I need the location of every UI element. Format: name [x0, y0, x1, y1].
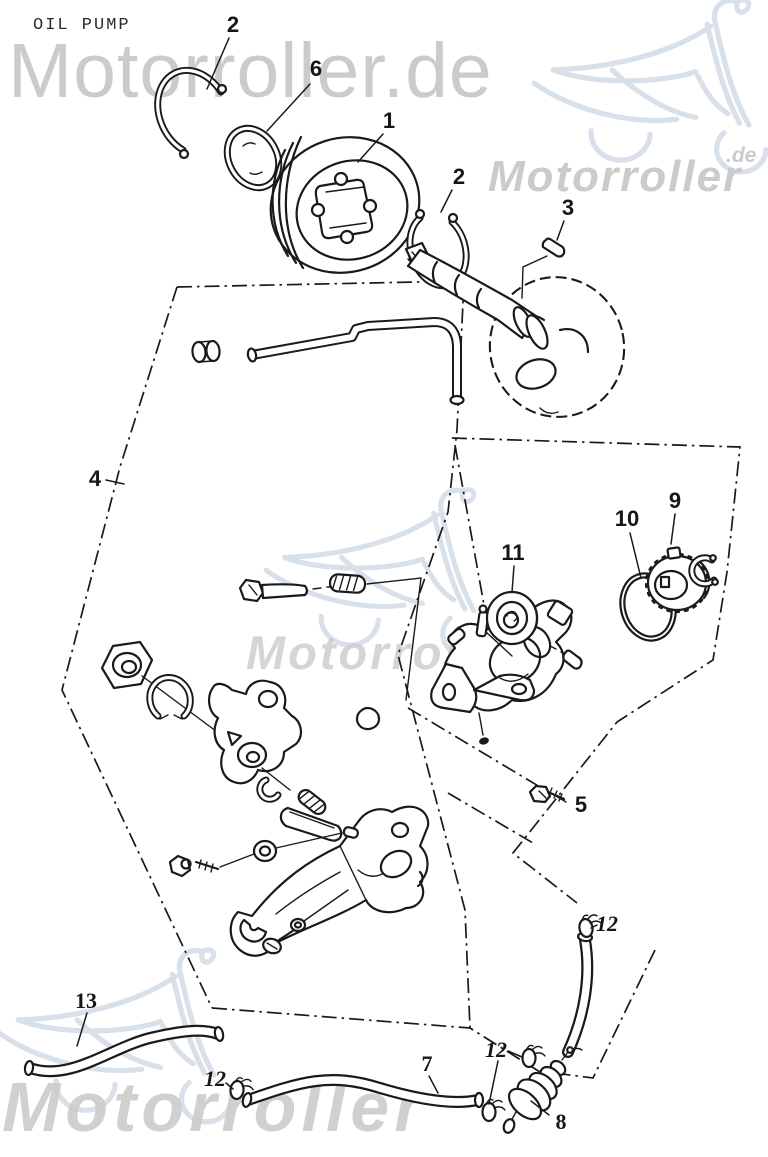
- svg-text:2: 2: [227, 12, 239, 37]
- part-callout-3: 3: [556, 195, 574, 241]
- oil-hose-7-drawing: [241, 1074, 485, 1109]
- svg-text:4: 4: [89, 466, 102, 491]
- bracket-bolt-drawing: [168, 832, 343, 878]
- pump-outlet-hose-drawing: [562, 931, 594, 1058]
- svg-text:6: 6: [310, 56, 322, 81]
- small-gasket-drawing: [355, 706, 381, 731]
- svg-text:1: 1: [383, 108, 395, 133]
- pipe-bushing-drawing: [191, 339, 221, 364]
- svg-text:9: 9: [669, 488, 681, 513]
- part-callout-7: 7: [422, 1051, 439, 1094]
- part-callout-1: 1: [357, 108, 395, 163]
- bracket-screw-drawing: [262, 889, 349, 955]
- part-callout-11: 11: [501, 540, 525, 593]
- svg-text:3: 3: [562, 195, 574, 220]
- part-callout-9: 9: [669, 488, 681, 545]
- mount-screw-drawing: [528, 784, 566, 804]
- oil-hose-13-drawing: [23, 1024, 225, 1078]
- circlip-upper-drawing: [154, 66, 228, 160]
- svg-text:7: 7: [422, 1051, 433, 1076]
- plunger-drawing: [279, 806, 343, 842]
- bracket-plate-drawing: [208, 679, 302, 791]
- assembly-boundary-outlines: [61, 280, 741, 1079]
- union-fitting-drawing: [502, 1046, 583, 1134]
- part-callout-12: 12: [590, 911, 618, 936]
- tab-washer-drawing: [223, 124, 283, 192]
- oil-pipe-drawing: [191, 317, 465, 406]
- svg-text:12: 12: [485, 1037, 507, 1062]
- hose-clamp-drawing: [578, 914, 603, 939]
- retainer-clip-drawing: [256, 776, 282, 803]
- svg-text:10: 10: [615, 506, 639, 531]
- svg-text:12: 12: [204, 1066, 226, 1091]
- small-spring-drawing: [297, 788, 327, 816]
- svg-text:13: 13: [75, 988, 97, 1013]
- svg-text:11: 11: [501, 540, 524, 565]
- hose-clamp-drawing: [521, 1044, 546, 1069]
- bearing-roller-drawing: [485, 590, 539, 646]
- part-callout-5: 5: [555, 792, 587, 817]
- page-title: OIL PUMP: [33, 16, 131, 35]
- hose-clamp-drawing: [229, 1076, 254, 1101]
- part-callout-12: 12: [204, 1066, 234, 1091]
- pump-rotor-drawing: [644, 546, 719, 614]
- watermark-primary-text: Motorroller.de: [8, 28, 493, 114]
- oil-pump-assembly-drawing: [430, 599, 583, 745]
- svg-text:8: 8: [556, 1109, 567, 1134]
- part-callout-13: 13: [75, 988, 97, 1047]
- rotor-clip-drawing: [688, 554, 719, 588]
- hose-clamp-drawing: [481, 1098, 506, 1123]
- part-callout-2: 2: [206, 12, 239, 90]
- drive-pulley-drawing: [269, 135, 421, 274]
- part-callout-6: 6: [266, 56, 322, 132]
- bolt-and-spring-drawing: [238, 573, 422, 701]
- svg-text:12: 12: [596, 911, 618, 936]
- pump-bracket-assembly-drawing: [168, 776, 430, 957]
- svg-text:5: 5: [575, 792, 587, 817]
- part-callout-2: 2: [440, 164, 465, 213]
- part-callout-4: 4: [89, 466, 125, 491]
- extra-leader-line: [488, 1060, 499, 1105]
- e-clip-drawing: [146, 674, 194, 720]
- watermark-secondary-text: Motorroller: [488, 152, 743, 201]
- part-callout-12: 12: [485, 1037, 523, 1062]
- part-callout-8: 8: [530, 1100, 567, 1134]
- watermark-tld-text: .de: [726, 144, 757, 167]
- svg-text:2: 2: [453, 164, 465, 189]
- part-callout-10: 10: [615, 506, 642, 579]
- crankshaft-drawing: [404, 237, 626, 418]
